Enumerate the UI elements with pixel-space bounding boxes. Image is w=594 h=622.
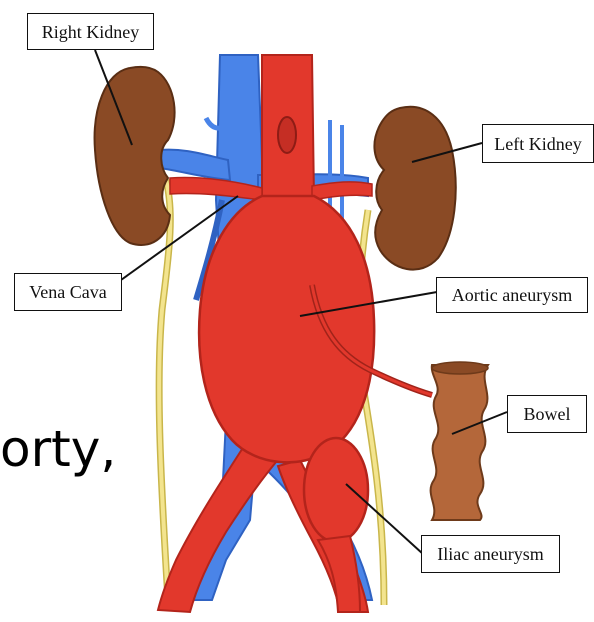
label-left-kidney: Left Kidney	[482, 124, 594, 163]
iliac-aneurysm-shape	[304, 438, 368, 542]
label-aortic-aneurysm: Aortic aneurysm	[436, 277, 588, 313]
label-bowel: Bowel	[507, 395, 587, 433]
bowel-shape	[431, 365, 488, 520]
left-kidney-shape	[374, 107, 455, 270]
bowel-top-opening	[432, 362, 488, 374]
label-vena-cava: Vena Cava	[14, 273, 122, 311]
right-ureter-fill	[159, 180, 170, 600]
aortic-aneurysm-shape	[199, 196, 374, 462]
label-right-kidney: Right Kidney	[27, 13, 154, 50]
right-iliac-artery	[158, 440, 282, 612]
celiac-trunk	[278, 117, 296, 153]
label-iliac-aneurysm: Iliac aneurysm	[421, 535, 560, 573]
